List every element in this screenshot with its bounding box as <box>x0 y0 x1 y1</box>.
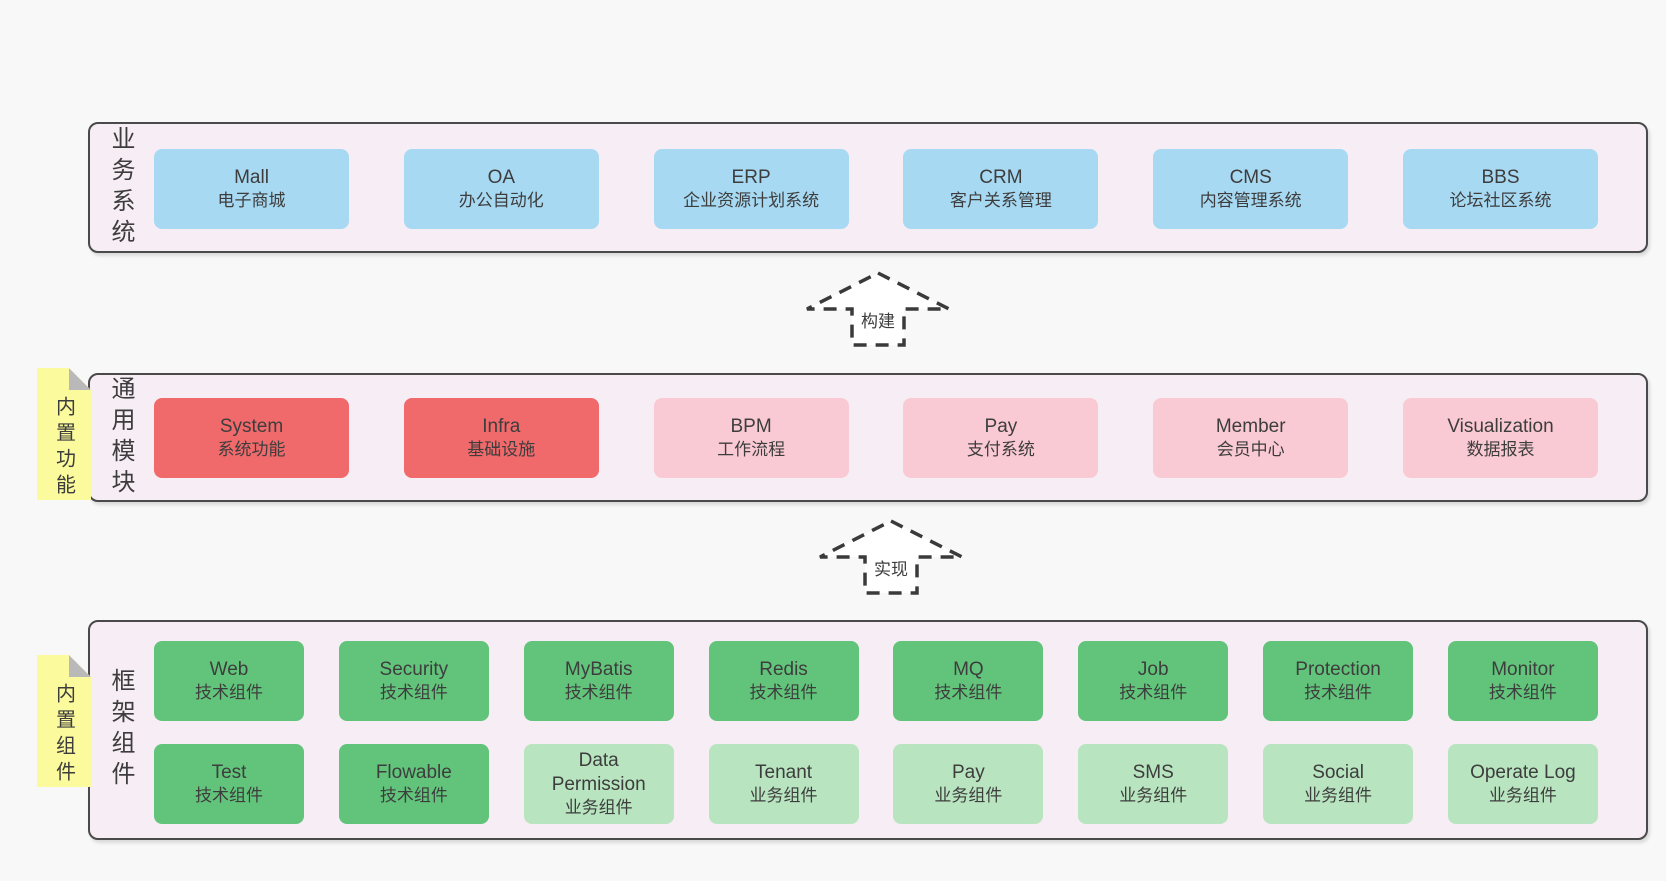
box-tenant: Tenant 业务组件 <box>708 744 859 824</box>
business-systems-title: 业务系统 <box>107 125 134 250</box>
box-cms: CMS 内容管理系统 <box>1153 149 1349 229</box>
box-bbs: BBS 论坛社区系统 <box>1402 149 1598 229</box>
box-crm: CRM 客户关系管理 <box>903 149 1099 229</box>
box-redis: Redis 技术组件 <box>708 641 859 721</box>
common-modules-layer: 通用模块 System 系统功能 Infra 基础设施 BPM 工作流程 Pay… <box>88 373 1648 502</box>
box-data-permission: Data Permission 业务组件 <box>523 744 674 824</box>
box-security: Security 技术组件 <box>338 641 489 721</box>
business-systems-layer: 业务系统 Mall 电子商城 OA 办公自动化 ERP 企业资源计划系统 CRM… <box>88 122 1648 253</box>
sticky-note-builtin-features: 内置功能 <box>37 368 91 500</box>
box-erp: ERP 企业资源计划系统 <box>653 149 849 229</box>
box-web: Web 技术组件 <box>154 641 304 721</box>
box-visualization: Visualization 数据报表 <box>1402 398 1598 478</box>
box-operate-log: Operate Log 业务组件 <box>1447 744 1598 824</box>
implement-arrow: 实现 <box>818 518 964 596</box>
build-arrow-label: 构建 <box>858 306 898 333</box>
sticky-note-builtin-components: 内置组件 <box>37 655 91 787</box>
framework-components-layer: 框架组件 Web 技术组件 Security 技术组件 MyBatis 技术组件… <box>88 620 1648 840</box>
framework-components-title: 框架组件 <box>107 668 134 792</box>
box-infra: Infra 基础设施 <box>403 398 599 478</box>
common-modules-title: 通用模块 <box>107 375 134 500</box>
business-systems-row: Mall 电子商城 OA 办公自动化 ERP 企业资源计划系统 CRM 客户关系… <box>154 149 1598 229</box>
box-bpm: BPM 工作流程 <box>653 398 849 478</box>
box-protection: Protection 技术组件 <box>1263 641 1414 721</box>
box-oa: OA 办公自动化 <box>403 149 599 229</box>
box-mq: MQ 技术组件 <box>893 641 1044 721</box>
box-mybatis: MyBatis 技术组件 <box>523 641 674 721</box>
implement-arrow-label: 实现 <box>871 554 911 581</box>
framework-components-row-2: Test 技术组件 Flowable 技术组件 Data Permission … <box>154 744 1598 824</box>
box-system: System 系统功能 <box>154 398 349 478</box>
box-monitor: Monitor 技术组件 <box>1447 641 1598 721</box>
build-arrow: 构建 <box>805 270 951 348</box>
box-pay-component: Pay 业务组件 <box>893 744 1044 824</box>
framework-components-row-1: Web 技术组件 Security 技术组件 MyBatis 技术组件 Redi… <box>154 641 1598 721</box>
box-social: Social 业务组件 <box>1263 744 1414 824</box>
box-pay-module: Pay 支付系统 <box>903 398 1099 478</box>
box-flowable: Flowable 技术组件 <box>338 744 489 824</box>
box-sms: SMS 业务组件 <box>1078 744 1229 824</box>
box-test: Test 技术组件 <box>154 744 304 824</box>
box-job: Job 技术组件 <box>1078 641 1229 721</box>
common-modules-row: System 系统功能 Infra 基础设施 BPM 工作流程 Pay 支付系统… <box>154 398 1598 478</box>
box-mall: Mall 电子商城 <box>154 149 349 229</box>
box-member: Member 会员中心 <box>1153 398 1349 478</box>
